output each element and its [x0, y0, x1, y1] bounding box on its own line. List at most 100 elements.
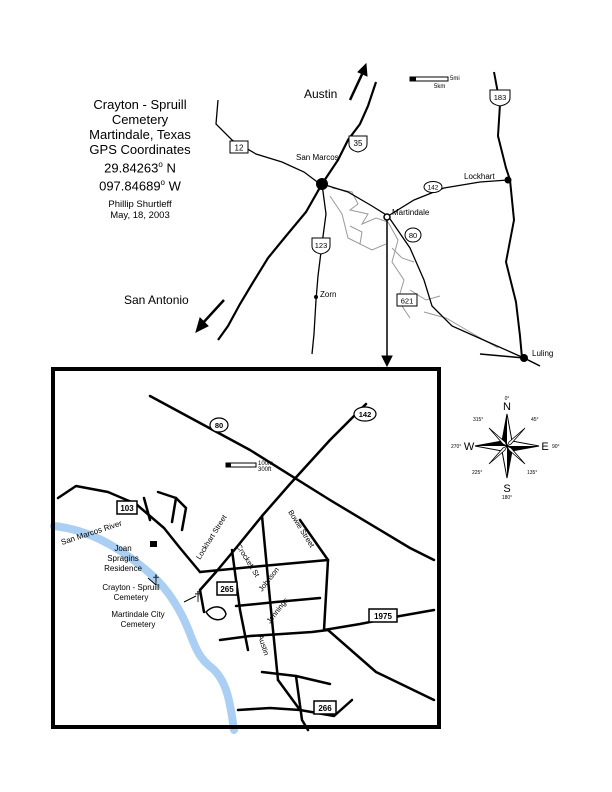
title-line: Cemetery	[111, 112, 169, 127]
compass-degree-label: 90°	[552, 444, 560, 450]
minor-street	[294, 674, 310, 732]
highway-142-road	[387, 179, 509, 217]
cross-icon: †	[194, 588, 202, 604]
county-road	[391, 247, 415, 263]
longitude-suffix: W	[168, 178, 181, 194]
grid-street	[198, 558, 330, 574]
san-antonio-direction-line	[201, 299, 225, 325]
zorn-dot	[314, 295, 318, 299]
farm-road-shield-icon	[313, 700, 337, 715]
highway-number: 142	[428, 185, 439, 192]
luling-dot	[520, 354, 528, 362]
highway-number: 1975	[374, 612, 392, 621]
scale-label-km: 5km	[434, 84, 445, 90]
martindale-dot	[383, 213, 391, 221]
regional-map	[195, 62, 541, 368]
minor-street	[236, 706, 302, 712]
street-labels: Lockhart Street Bowie Street Crockett St…	[194, 508, 317, 656]
highway-number: 183	[494, 93, 507, 102]
austin-label: Austin	[304, 87, 337, 101]
shield-621: 621	[396, 293, 418, 307]
us-highway-shield-icon	[311, 237, 331, 255]
residence-label: Residence	[104, 564, 142, 573]
highway-number: 266	[318, 704, 332, 713]
san-antonio-label: San Antonio	[124, 293, 189, 307]
scale-label-ft: 300ft	[258, 467, 272, 473]
us-highway-shield-icon	[489, 89, 511, 107]
shield-183: 183	[489, 89, 511, 107]
scale-bar-segment	[226, 463, 231, 467]
interstate-shield-icon	[348, 135, 368, 153]
highway-number: 123	[315, 241, 328, 250]
highway-number: 80	[409, 231, 417, 240]
leader-line	[183, 595, 197, 603]
compass-degree-label: 135°	[527, 470, 537, 476]
farm-road-shield-icon	[116, 500, 138, 515]
austin-street-label: Austin	[256, 634, 271, 657]
highway-number: 265	[220, 585, 234, 594]
author: Phillip Shurtleff	[108, 198, 172, 210]
county-road	[409, 289, 441, 301]
county-road	[349, 225, 363, 245]
martindale-label: Martindale	[392, 208, 430, 217]
highway-number: 80	[215, 421, 223, 430]
grid-street	[260, 514, 280, 682]
title-line: GPS Coordinates	[89, 142, 191, 157]
austin-arrow-icon	[357, 62, 368, 77]
latitude-suffix: N	[166, 160, 176, 176]
date: May, 18, 2003	[110, 209, 170, 221]
compass-rose: N S E W 0° 45° 90° 135° 180° 225° 270° 3…	[451, 396, 560, 501]
highway-number: 12	[235, 144, 244, 153]
detail-scale-bar: 100m 300ft	[225, 461, 273, 473]
compass-degree-label: 180°	[502, 495, 512, 501]
highway-shield-icon	[229, 140, 249, 154]
shield-103-detail: 103	[116, 500, 138, 515]
lockhart-street-road	[198, 570, 218, 592]
scale-label-m: 100m	[258, 461, 273, 467]
grid-street	[322, 558, 330, 632]
cross-icon: †	[152, 572, 159, 587]
shield-80: 80	[404, 227, 422, 243]
bowie-street-road	[298, 518, 330, 562]
title-line: Martindale, Texas	[89, 127, 191, 142]
residence-label: Joan	[114, 544, 131, 553]
highway-183-road	[493, 71, 523, 359]
highway-12-road	[215, 99, 321, 185]
jennings-label: Jennings	[264, 596, 290, 625]
shield-265-detail: 265	[216, 581, 238, 596]
highway-80-road	[387, 215, 525, 359]
detail-map: † † San Marcos River Joan Spragins Resid…	[50, 367, 441, 734]
minor-street	[174, 496, 188, 532]
state-highway-shield-icon	[404, 227, 422, 243]
austin-direction-line	[348, 69, 366, 101]
bowie-street-label: Bowie Street	[286, 508, 317, 550]
leader-line	[147, 577, 157, 586]
interstate-35-road	[217, 81, 378, 341]
scale-label-mi: 5mi	[450, 76, 460, 82]
degree-mark: o	[158, 160, 163, 169]
lockhart-street-label: Lockhart Street	[194, 512, 229, 561]
highway-266-road	[326, 628, 436, 702]
state-highway-shield-icon	[353, 406, 377, 422]
shield-35: 35	[348, 135, 368, 153]
compass-degree-label: 0°	[505, 396, 510, 402]
shield-12: 12	[229, 140, 249, 154]
degree-mark: o	[160, 178, 165, 188]
san-marcos-dot	[316, 178, 328, 190]
latitude: 29.84263o N	[60, 157, 220, 175]
highway-number: 621	[401, 297, 414, 306]
shield-266-detail: 266	[313, 700, 337, 715]
martindale-cemetery-label: Martindale City	[111, 610, 164, 619]
title-block: Crayton - Spruill Cemetery Martindale, T…	[60, 97, 220, 221]
cemetery-loop	[205, 606, 227, 621]
farm-road-shield-icon	[216, 581, 238, 596]
compass-degree-label: 315°	[473, 417, 483, 423]
san-marcos-river	[50, 522, 238, 734]
shield-142: 142	[423, 181, 443, 193]
san-marcos-martindale-road	[321, 183, 389, 217]
compass-east-label: E	[541, 441, 548, 453]
san-antonio-arrow-icon	[195, 317, 209, 333]
compass-west-label: W	[464, 441, 475, 453]
residence-marker-icon	[150, 541, 157, 547]
